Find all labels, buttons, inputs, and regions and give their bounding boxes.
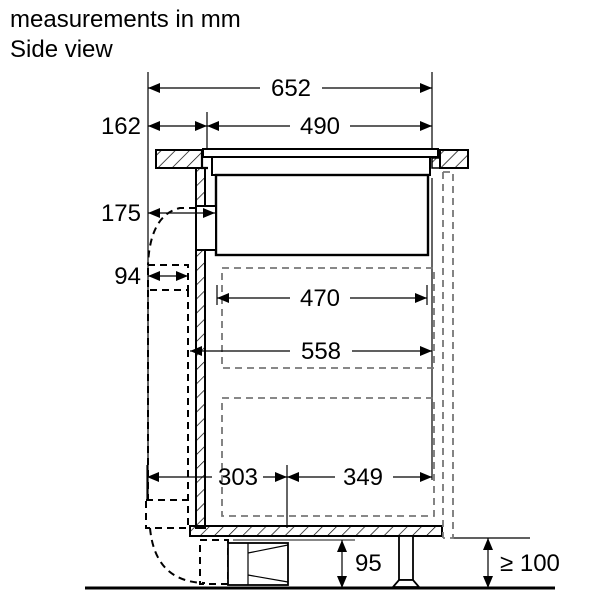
drawer-outlines bbox=[221, 171, 454, 539]
dim-duct-offset: 175 bbox=[101, 200, 141, 227]
plinth-vent bbox=[227, 539, 355, 586]
cabinet-bottom bbox=[189, 525, 443, 537]
dim-plinth-height: 95 bbox=[355, 550, 382, 577]
dimension-lines bbox=[147, 83, 493, 588]
cabinet-rear-wall bbox=[195, 167, 217, 529]
dim-overall-depth: 652 bbox=[271, 75, 311, 102]
dim-duct-height: 94 bbox=[114, 263, 141, 290]
dim-inner-depth-upper: 470 bbox=[300, 285, 340, 312]
dim-duct-clearance-left: 303 bbox=[218, 464, 258, 491]
caption-units: measurements in mm bbox=[10, 6, 241, 33]
countertop bbox=[155, 149, 469, 170]
dim-plinth-min: ≥ 100 bbox=[500, 550, 560, 577]
cooktop bbox=[202, 148, 439, 480]
dim-cutout-depth: 490 bbox=[300, 113, 340, 140]
dim-duct-clearance-right: 349 bbox=[343, 464, 383, 491]
dim-inner-depth: 558 bbox=[301, 338, 341, 365]
cabinet-foot bbox=[391, 535, 421, 588]
dim-rear-gap: 162 bbox=[101, 113, 141, 140]
caption-view: Side view bbox=[10, 36, 113, 63]
